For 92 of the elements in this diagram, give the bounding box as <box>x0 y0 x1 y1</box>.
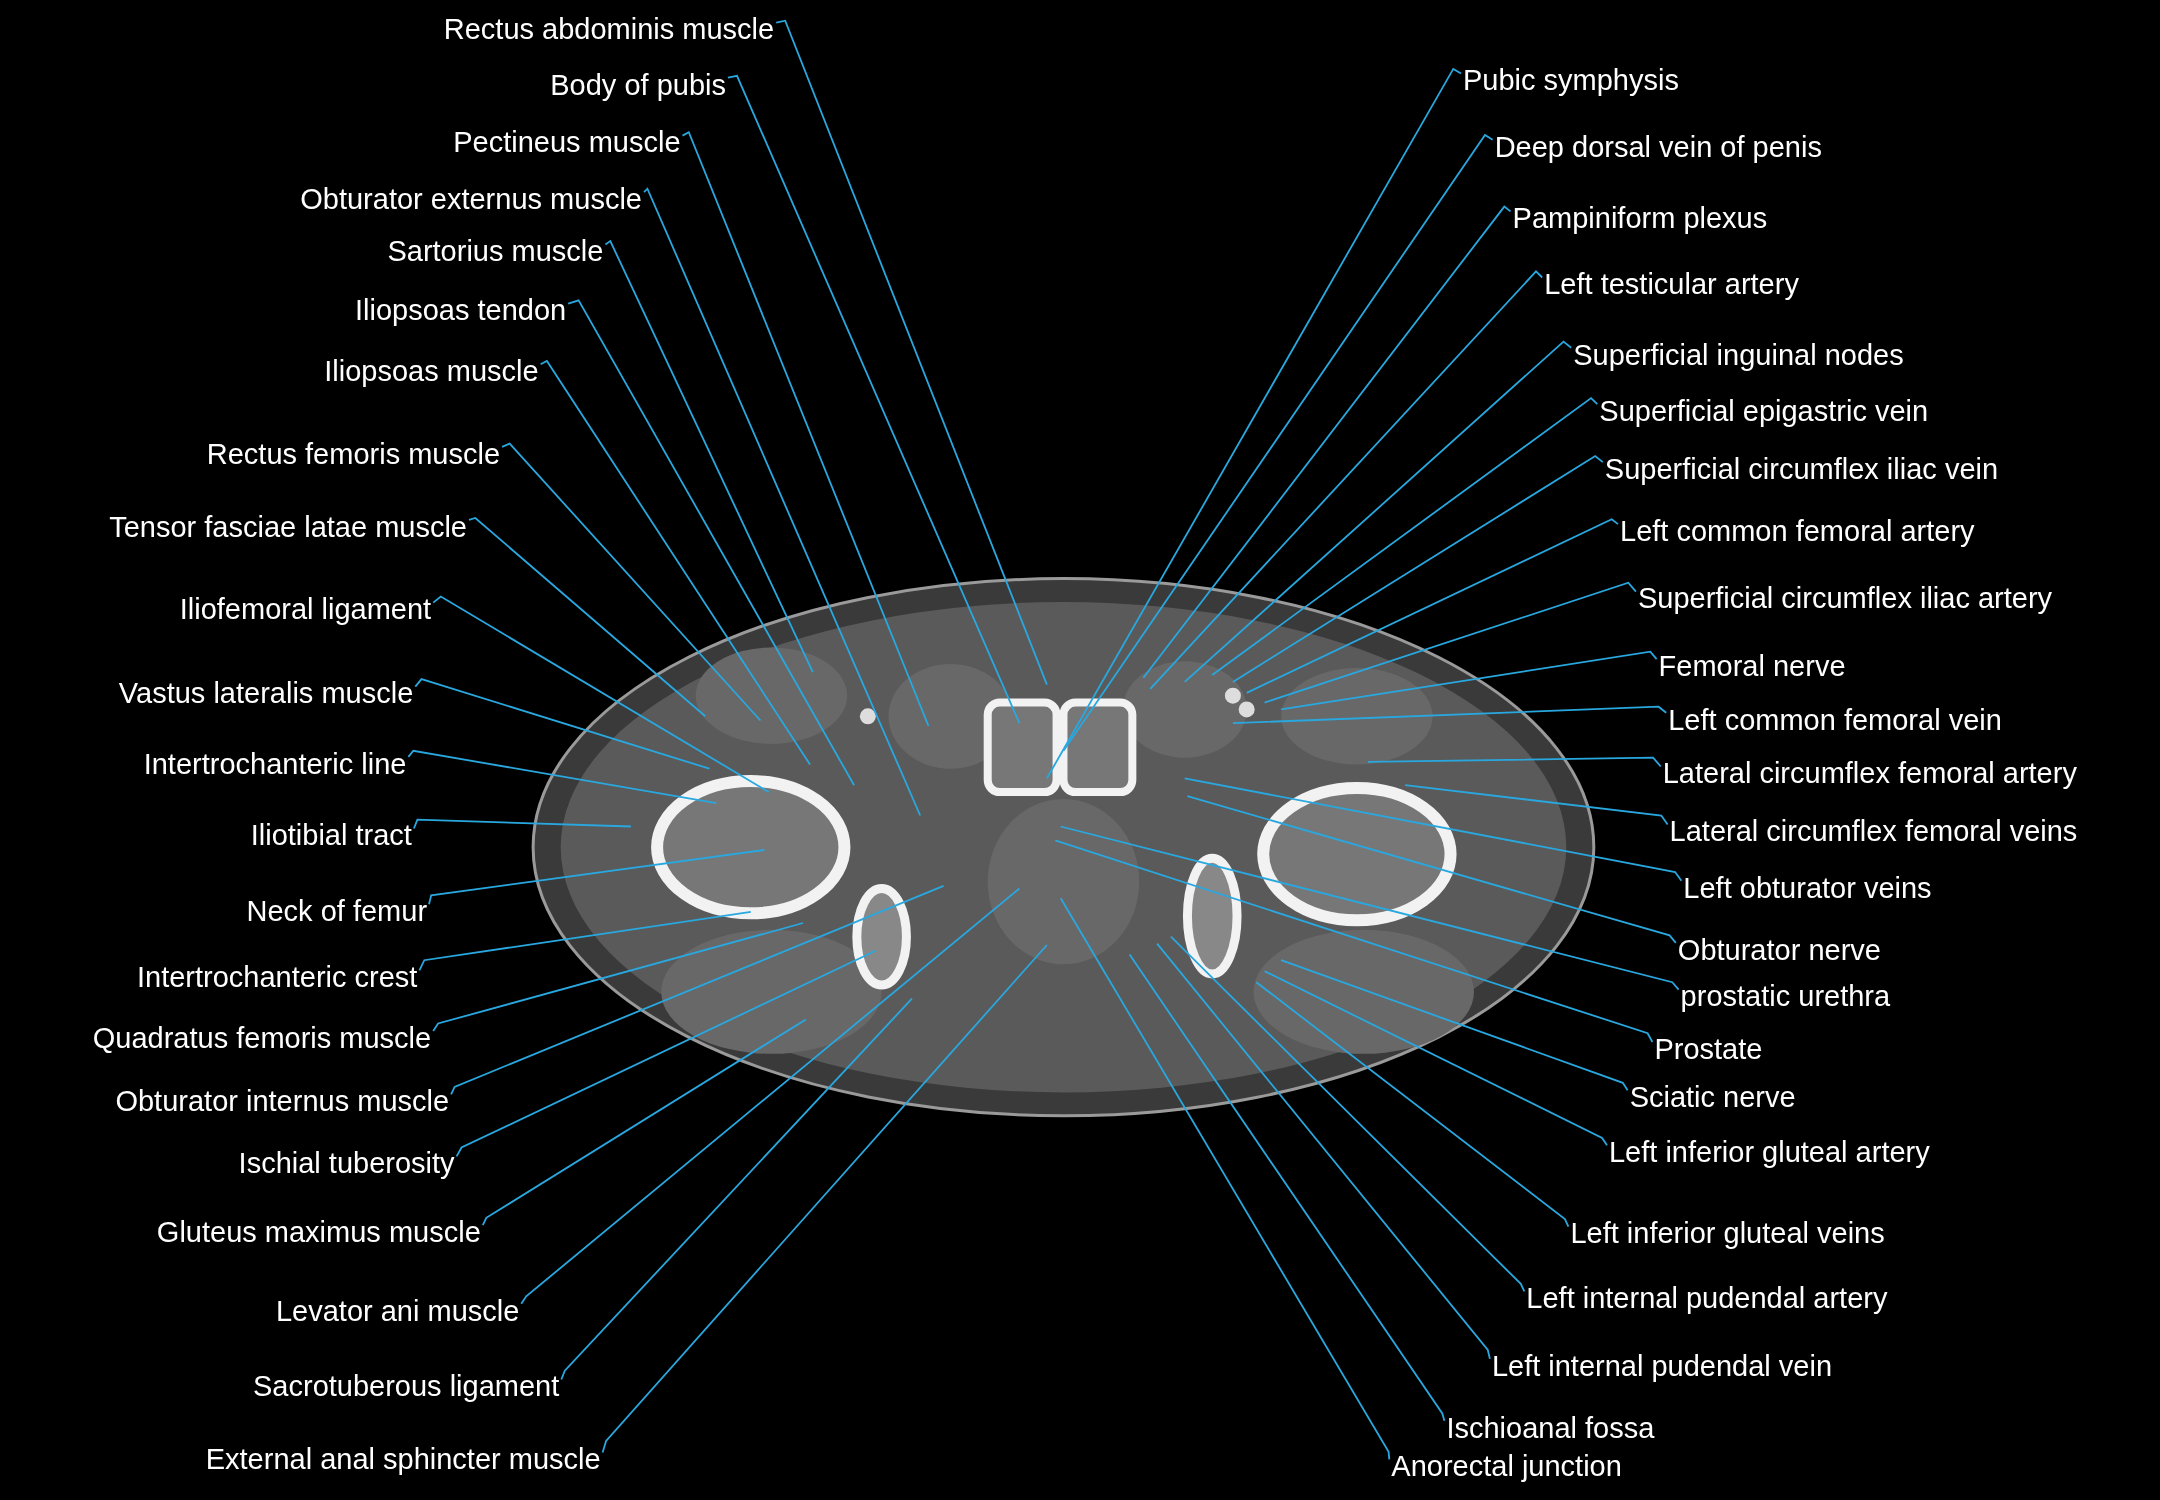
structure-label: Tensor fasciae latae muscle <box>109 509 467 544</box>
structure-label: Superficial epigastric vein <box>1599 394 1929 428</box>
leader-line <box>468 517 707 718</box>
leader-line <box>1054 839 1654 1043</box>
structure-label: Rectus femoris muscle <box>206 436 501 471</box>
structure-label: Iliopsoas muscle <box>324 354 539 389</box>
structure-label: Left obturator veins <box>1683 870 1932 905</box>
leader-line <box>414 678 711 770</box>
structure-label: Lateral circumflex femoral veins <box>1669 814 2078 849</box>
leader-line <box>1183 340 1573 683</box>
leader-line <box>1062 133 1494 752</box>
structure-label: Sacrotuberous ligament <box>253 1369 560 1404</box>
leader-line <box>481 1018 807 1227</box>
leader-line <box>567 299 855 787</box>
leader-line <box>727 74 1021 725</box>
structure-label: Gluteus maximus muscle <box>156 1215 481 1250</box>
structure-label: Ischioanal fossa <box>1446 1410 1655 1445</box>
structure-label: Left inferior gluteal artery <box>1608 1135 1930 1170</box>
leader-line <box>1211 396 1599 676</box>
leader-line <box>1263 581 1637 704</box>
leader-line <box>643 187 922 817</box>
structure-label: Superficial circumflex iliac vein <box>1604 451 1999 486</box>
leader-line <box>428 849 766 906</box>
leader-line <box>501 442 762 722</box>
leader-line <box>1280 959 1629 1092</box>
structure-label: Sciatic nerve <box>1629 1080 1796 1115</box>
structure-label: Sartorius muscle <box>387 234 604 269</box>
structure-label: Left common femoral artery <box>1620 513 1975 548</box>
leader-line <box>1232 454 1604 683</box>
structure-label: Left internal pudendal artery <box>1526 1281 1888 1316</box>
leader-line <box>601 944 1048 1454</box>
leader-line <box>432 922 804 1032</box>
leader-line <box>450 884 945 1096</box>
structure-label: Iliofemoral ligament <box>179 592 432 627</box>
structure-label: Obturator externus muscle <box>300 181 642 216</box>
leader-line <box>1245 518 1619 694</box>
leader-line <box>1128 953 1446 1422</box>
structure-label: Superficial circumflex iliac artery <box>1637 581 2053 616</box>
structure-label: Anorectal junction <box>1391 1449 1622 1484</box>
structure-label: Lateral circumflex femoral artery <box>1662 756 2077 791</box>
leader-line <box>681 130 930 727</box>
leader-line <box>1367 756 1662 768</box>
leader-line <box>418 911 752 972</box>
leader-line <box>1280 650 1658 711</box>
structure-label: Intertrochanteric crest <box>136 960 418 995</box>
structure-label: Superficial inguinal nodes <box>1573 337 1904 372</box>
structure-label: Obturator internus muscle <box>115 1084 450 1119</box>
structure-label: Intertrochanteric line <box>143 746 407 781</box>
structure-label: Ischial tuberosity <box>238 1146 455 1181</box>
leader-line <box>1232 705 1668 725</box>
structure-label: Pubic symphysis <box>1462 63 1679 98</box>
structure-label: Left testicular artery <box>1544 267 1799 302</box>
structure-label: Prostate <box>1654 1031 1763 1066</box>
structure-label: External anal sphincter muscle <box>205 1442 601 1477</box>
leader-line <box>1183 777 1683 882</box>
structure-label: Pectineus muscle <box>453 125 681 160</box>
leader-line <box>1255 981 1570 1228</box>
structure-label: prostatic urethra <box>1680 979 1891 1014</box>
structure-label: Left common femoral vein <box>1668 702 2002 737</box>
leader-line <box>1059 897 1391 1461</box>
leader-line <box>1186 795 1677 944</box>
structure-label: Body of pubis <box>550 67 726 102</box>
leader-line <box>455 949 877 1158</box>
leader-line <box>1059 825 1680 991</box>
structure-label: Left inferior gluteal veins <box>1570 1216 1885 1251</box>
structure-label: Neck of femur <box>246 894 428 929</box>
structure-label: Iliotibial tract <box>250 818 412 853</box>
leader-line <box>1263 970 1608 1147</box>
leader-line <box>1404 784 1669 826</box>
leader-line <box>539 359 811 766</box>
leader-line <box>775 19 1048 686</box>
leader-line <box>1046 67 1462 780</box>
leader-line <box>520 887 1021 1305</box>
leader-line <box>1142 205 1512 679</box>
structure-label: Left internal pudendal vein <box>1491 1348 1833 1383</box>
structure-label: Iliopsoas tendon <box>354 293 567 328</box>
structure-label: Obturator nerve <box>1677 932 1881 967</box>
structure-label: Femoral nerve <box>1658 648 1846 683</box>
leader-line <box>560 997 913 1381</box>
leader-line <box>413 818 632 830</box>
structure-label: Quadratus femoris muscle <box>92 1020 432 1055</box>
structure-label: Deep dorsal vein of penis <box>1494 129 1822 164</box>
leader-line <box>1156 942 1491 1360</box>
structure-label: Levator ani muscle <box>275 1293 520 1328</box>
leader-line <box>432 595 770 793</box>
structure-label: Pampiniform plexus <box>1512 201 1768 236</box>
leader-line <box>604 239 814 674</box>
leader-line <box>1149 270 1544 690</box>
structure-label: Rectus abdominis muscle <box>443 12 775 47</box>
leader-line <box>407 749 718 804</box>
structure-label: Vastus lateralis muscle <box>118 676 414 711</box>
leader-line <box>1170 935 1526 1293</box>
